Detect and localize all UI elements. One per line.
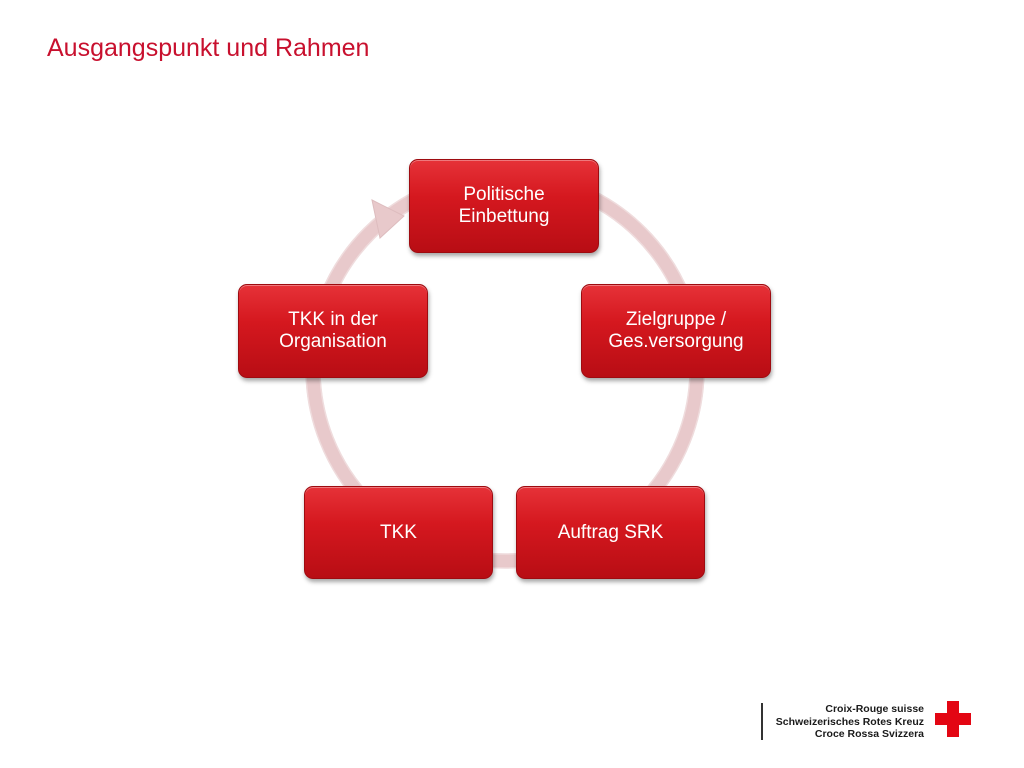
logo-line-fr: Croix-Rouge suisse [825, 703, 924, 715]
red-cross-icon [935, 701, 971, 737]
cycle-node-tkk: TKK [304, 486, 493, 579]
cycle-node-auftrag-srk: Auftrag SRK [516, 486, 705, 579]
logo-line-it: Croce Rossa Svizzera [814, 728, 924, 740]
cycle-arrow-head [371, 199, 405, 239]
logo-wordmark: Croix-Rouge suisse Schweizerisches Rotes… [760, 703, 924, 741]
logo-line-de: Schweizerisches Rotes Kreuz [775, 715, 924, 728]
logo-divider [761, 703, 763, 740]
cycle-node-tkk-in-der-organisation: TKK in der Organisation [238, 284, 428, 378]
cycle-node-politische-einbettung: Politische Einbettung [409, 159, 599, 253]
cycle-node-zielgruppe: Zielgruppe / Ges.versorgung [581, 284, 771, 378]
slide-title: Ausgangspunkt und Rahmen [47, 34, 370, 62]
